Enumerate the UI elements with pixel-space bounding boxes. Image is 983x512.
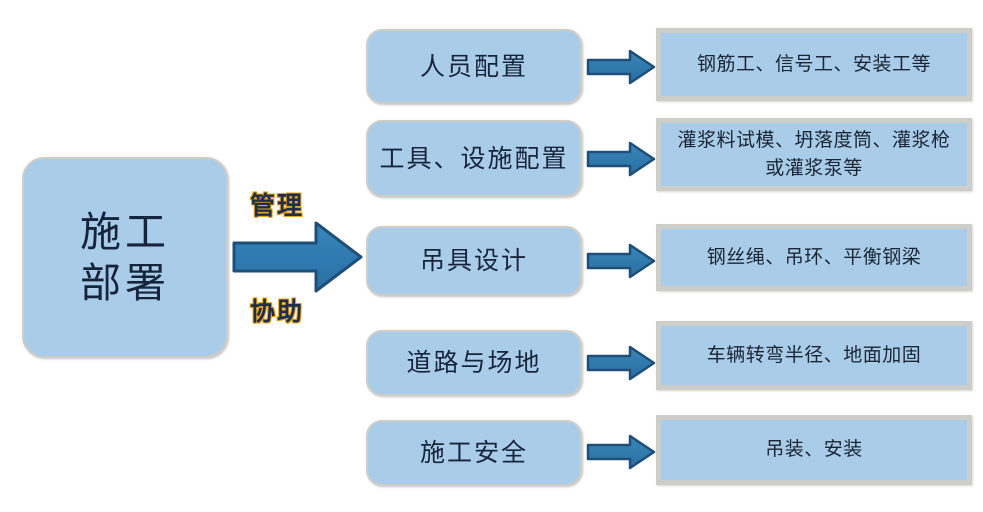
category-label-3: 吊具设计 [419,246,528,276]
detail-label-3: 钢丝绳、吊环、平衡钢梁 [706,245,922,268]
category-box-5[interactable]: 施工安全 [366,420,582,486]
main-node-label-line2: 部署 [80,258,170,307]
category-box-3[interactable]: 吊具设计 [366,226,582,296]
detail-box-5[interactable]: 吊装、安装 [656,415,972,485]
detail-box-1[interactable]: 钢筋工、信号工、安装工等 [656,28,972,101]
row-arrow-icon-1 [586,48,656,86]
main-node-label-line1: 施工 [80,208,170,257]
large-right-block-arrow-icon [232,219,364,295]
category-label-1: 人员配置 [419,51,528,81]
category-box-1[interactable]: 人员配置 [366,29,582,104]
category-label-4: 道路与场地 [406,348,542,378]
detail-box-3[interactable]: 钢丝绳、吊环、平衡钢梁 [656,224,972,291]
relation-label-bottom: 协助 [250,297,305,326]
detail-box-2[interactable]: 灌浆料试模、坍落度筒、灌浆枪或灌浆泵等 [656,118,972,191]
row-arrow-icon-4 [586,344,656,382]
detail-label-1: 钢筋工、信号工、安装工等 [696,52,931,75]
category-label-2: 工具、设施配置 [379,143,569,173]
category-box-4[interactable]: 道路与场地 [366,330,582,396]
main-node-construction-deployment[interactable]: 施工 部署 [22,157,228,358]
category-label-5: 施工安全 [419,438,528,468]
main-node-label: 施工 部署 [80,207,170,307]
relation-label-top: 管理 [250,191,305,220]
row-arrow-icon-2 [586,140,656,178]
detail-box-4[interactable]: 车辆转弯半径、地面加固 [656,321,972,390]
detail-label-5: 吊装、安装 [765,438,863,461]
row-arrow-icon-3 [586,242,656,280]
detail-label-4: 车辆转弯半径、地面加固 [706,343,922,366]
detail-label-2: 灌浆料试模、坍落度筒、灌浆枪或灌浆泵等 [677,128,951,179]
row-arrow-icon-5 [586,433,656,471]
category-box-2[interactable]: 工具、设施配置 [366,120,582,197]
